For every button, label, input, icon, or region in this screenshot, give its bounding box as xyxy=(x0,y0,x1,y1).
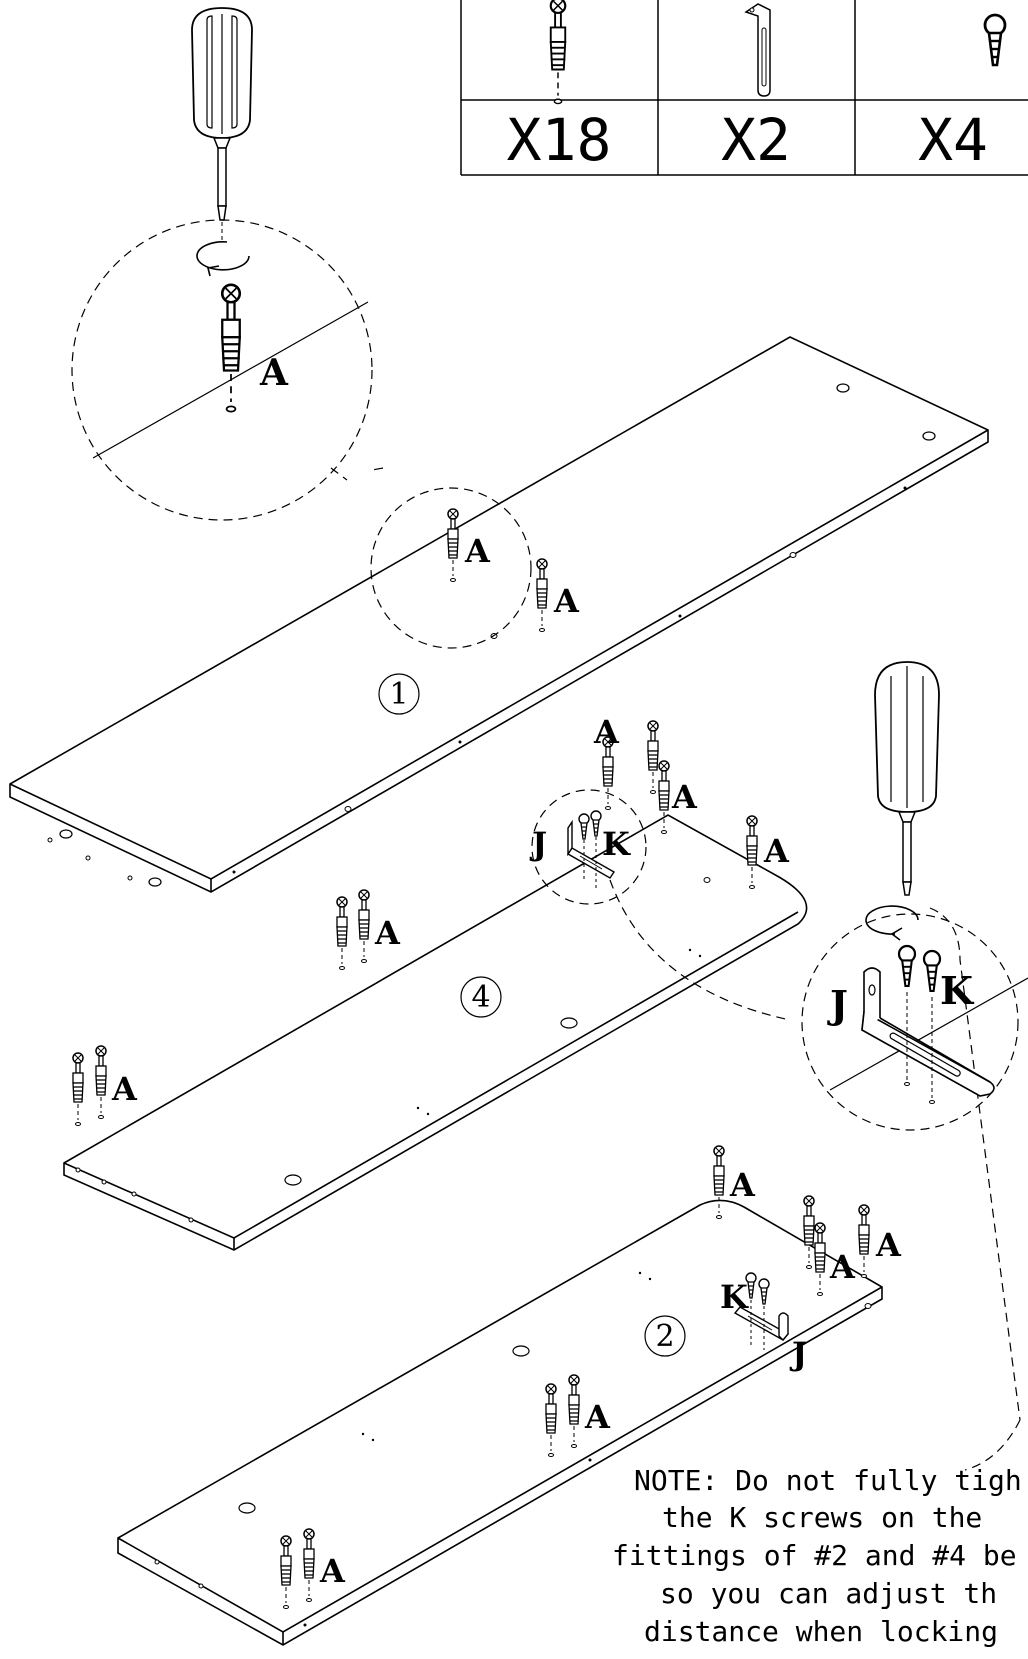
panel-4 xyxy=(63,814,808,1251)
wood-screw-icon xyxy=(983,13,1007,67)
note-line-5: distance when locking xyxy=(644,1615,998,1648)
label-a: A xyxy=(584,1398,611,1436)
quantity-screw: X4 xyxy=(918,106,988,174)
cam-bolt-2d xyxy=(858,1204,870,1279)
panel-number-1: 1 xyxy=(389,677,408,712)
detail-circle-bracket xyxy=(609,879,1028,1471)
bracket-2 xyxy=(733,1306,790,1342)
label-j: J xyxy=(827,982,848,1027)
label-a: A xyxy=(729,1166,756,1204)
label-a: A xyxy=(593,713,620,751)
panel-number-4: 4 xyxy=(471,980,490,1015)
panel-number-2: 2 xyxy=(655,1319,674,1354)
note-line-1: NOTE: Do not fully tigh xyxy=(634,1464,1022,1497)
label-a: A xyxy=(553,582,580,620)
detail-circle-small xyxy=(370,487,532,649)
cam-bolt-4e xyxy=(336,896,348,971)
l-bracket-icon xyxy=(744,3,771,97)
note-line-4: so you can adjust th xyxy=(660,1577,997,1610)
screw-4a xyxy=(578,813,590,840)
screw-detail-a xyxy=(897,944,917,988)
screw-detail-b xyxy=(922,949,942,993)
parts-table: X18 X2 X4 xyxy=(460,0,1028,176)
label-j: J xyxy=(529,825,547,863)
label-k: K xyxy=(720,1278,749,1316)
label-k: K xyxy=(940,968,975,1013)
label-a: A xyxy=(671,778,698,816)
bracket-detail xyxy=(861,967,995,1097)
label-a: A xyxy=(829,1248,856,1286)
screwdriver-icon xyxy=(874,661,940,896)
cam-bolt-4g xyxy=(72,1052,84,1127)
label-a: A xyxy=(763,832,790,870)
label-j: J xyxy=(789,1335,807,1373)
quantity-bracket: X2 xyxy=(721,106,791,174)
label-a: A xyxy=(319,1552,346,1590)
note-line-3: fittings of #2 and #4 be xyxy=(612,1539,1017,1572)
cam-bolt-4f xyxy=(358,889,370,964)
label-a: A xyxy=(464,532,491,570)
label-a: A xyxy=(259,352,289,394)
label-a: A xyxy=(111,1070,138,1108)
quantity-cam-bolt: X18 xyxy=(507,106,612,174)
cam-bolt-4b xyxy=(647,720,659,795)
panel-1 xyxy=(9,336,989,893)
detail-circle-bracket-small xyxy=(531,789,647,905)
detail-circle-cam-bolt xyxy=(71,219,384,521)
note-line-2: the K screws on the xyxy=(662,1501,982,1534)
cam-bolt-4h xyxy=(95,1045,107,1120)
screw-4b xyxy=(590,810,602,837)
label-k: K xyxy=(602,825,631,863)
note-text: NOTE: Do not fully tigh the K screws on … xyxy=(612,1464,1022,1648)
label-a: A xyxy=(374,914,401,952)
label-a: A xyxy=(875,1226,902,1264)
screwdriver-icon xyxy=(191,7,253,240)
cam-bolt-icon xyxy=(549,0,567,105)
